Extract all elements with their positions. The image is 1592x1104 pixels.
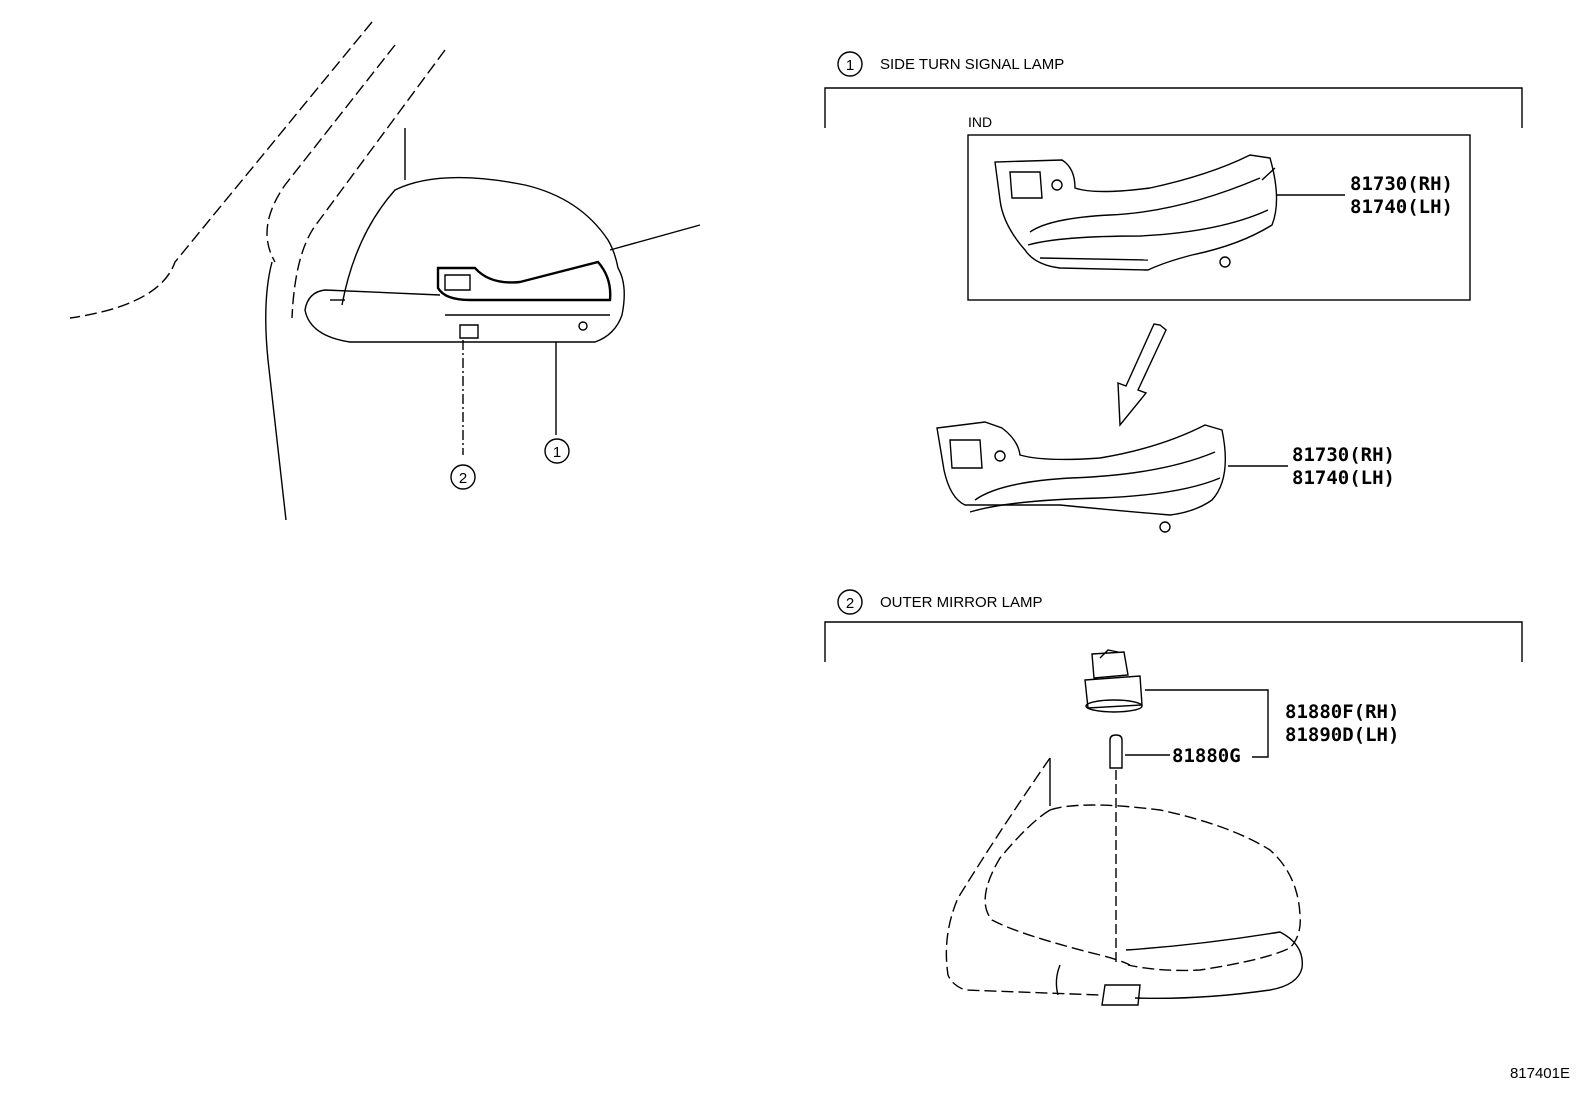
svg-text:1: 1 bbox=[553, 444, 561, 461]
ind-part-rh: 81730(RH) bbox=[1350, 173, 1453, 195]
mirror-lamp-part-rh: 81880F(RH) bbox=[1285, 701, 1399, 723]
turn-signal-lamp-ind bbox=[994, 154, 1345, 271]
section-1-header: 1 SIDE TURN SIGNAL LAMP bbox=[837, 51, 1064, 77]
callout-lamp: 1 bbox=[544, 438, 570, 464]
section-2-title: OUTER MIRROR LAMP bbox=[880, 594, 1043, 611]
arrow-icon bbox=[1117, 323, 1167, 427]
section-1-title: SIDE TURN SIGNAL LAMP bbox=[880, 56, 1064, 73]
callout-mirror-lamp: 2 bbox=[450, 464, 476, 490]
svg-text:2: 2 bbox=[459, 470, 467, 487]
mirror-housing-bottom bbox=[945, 757, 1304, 1006]
bulb-icon bbox=[1109, 734, 1170, 965]
section-1-bracket bbox=[824, 87, 1523, 128]
ind-box bbox=[967, 134, 1471, 301]
standard-part-rh: 81730(RH) bbox=[1292, 444, 1395, 466]
section-2-number: 2 bbox=[846, 595, 854, 612]
section-1-number: 1 bbox=[846, 57, 854, 74]
bulb-part-number: 81880G bbox=[1172, 745, 1241, 767]
standard-part-lh: 81740(LH) bbox=[1292, 467, 1395, 489]
vehicle-overview bbox=[69, 21, 701, 521]
ind-label: IND bbox=[968, 114, 992, 130]
turn-signal-lamp-standard bbox=[936, 421, 1288, 533]
section-2-header: 2 OUTER MIRROR LAMP bbox=[837, 589, 1043, 615]
section-2-badge bbox=[837, 589, 863, 615]
mirror-lamp-socket bbox=[1084, 649, 1269, 758]
mirror-lamp-part-lh: 81890D(LH) bbox=[1285, 724, 1399, 746]
section-1-badge bbox=[837, 51, 863, 77]
ind-part-lh: 81740(LH) bbox=[1350, 196, 1453, 218]
diagram-id: 817401E bbox=[1510, 1065, 1570, 1082]
section-2-bracket bbox=[824, 621, 1523, 662]
